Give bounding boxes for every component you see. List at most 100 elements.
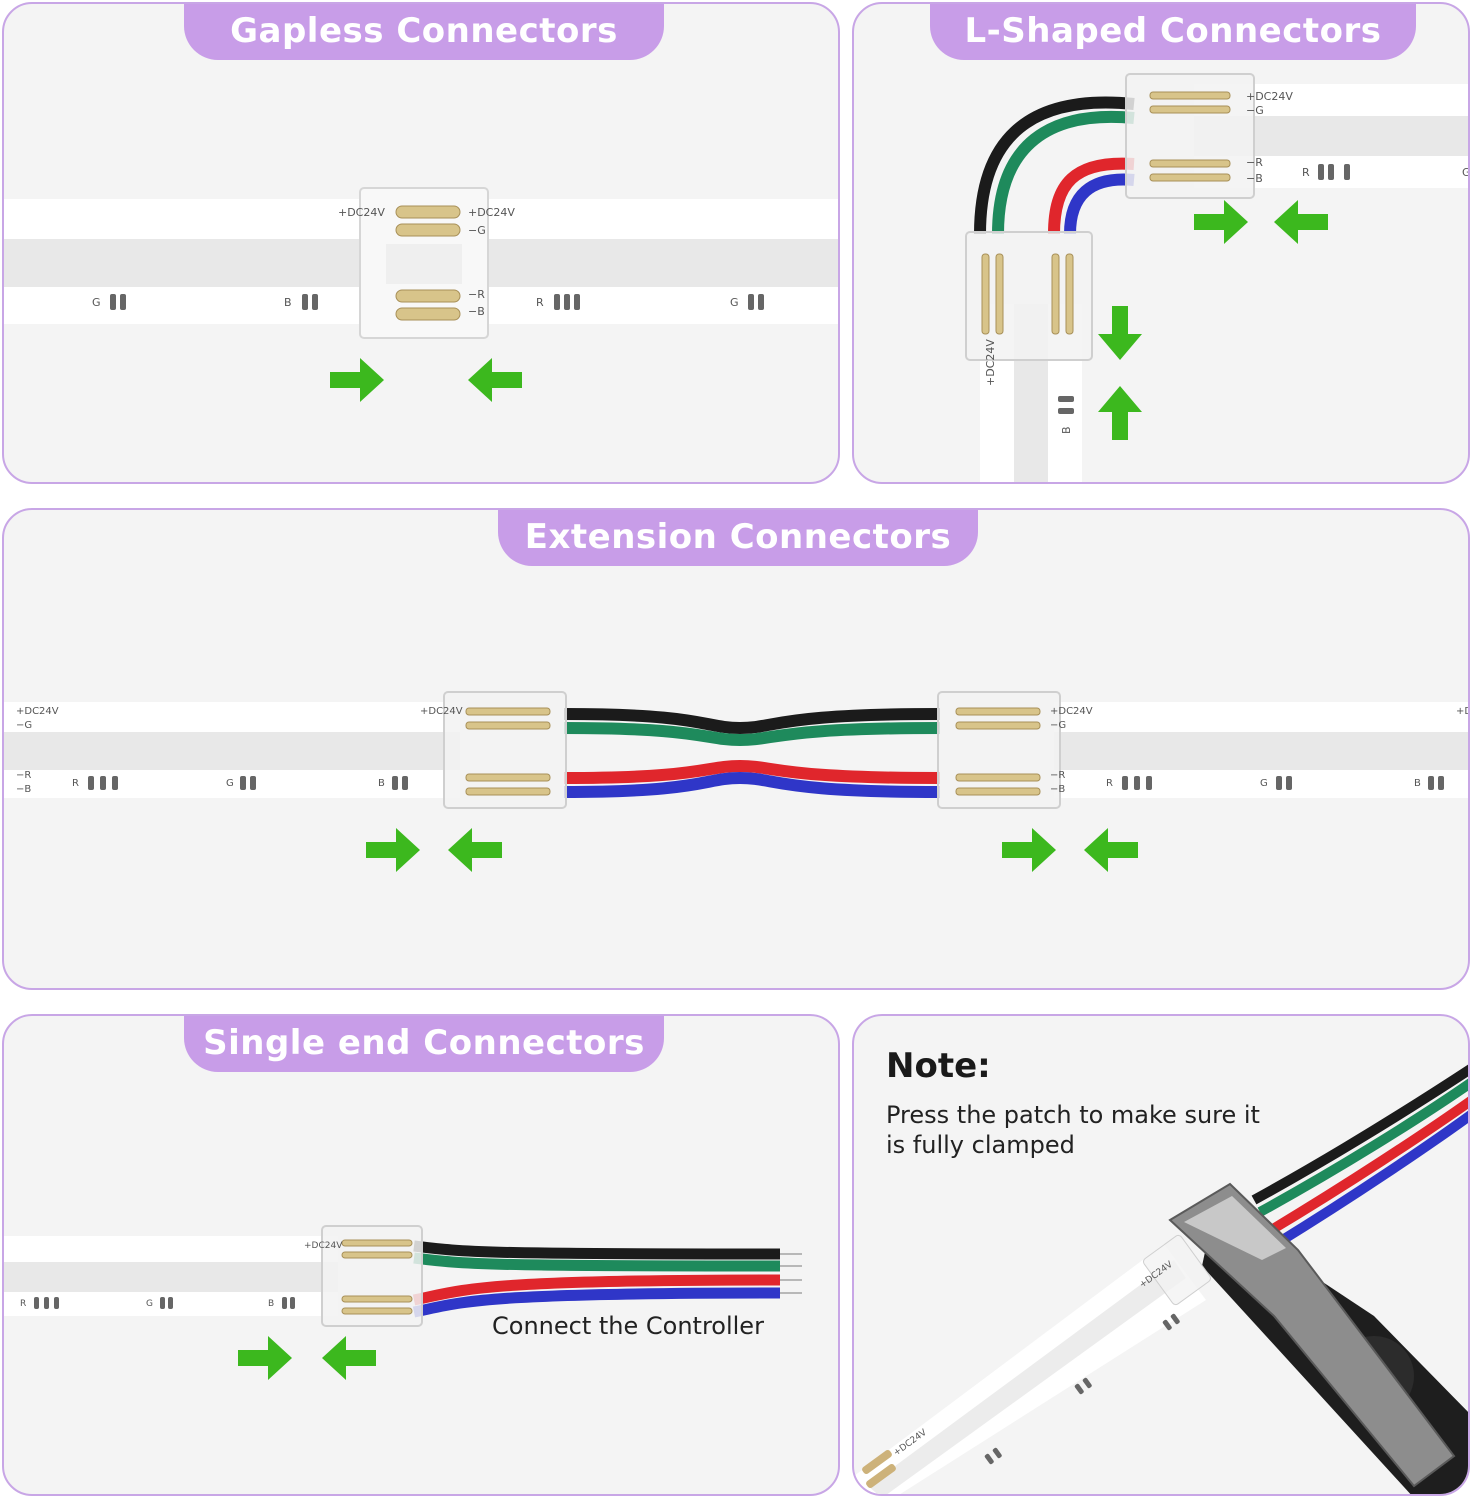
l-shaped-connectors-panel: +DC24V −G −R −B R G +DC24V B L-Shaped Co…	[852, 2, 1470, 484]
label-dc24v: +DC24V	[420, 706, 463, 717]
arrow-left-icon	[448, 828, 502, 872]
wire-green	[563, 722, 941, 747]
label-minus-r: −R	[468, 288, 485, 301]
label-minus-g: −G	[16, 720, 32, 731]
gold-pads	[862, 1449, 896, 1489]
wire-red	[1265, 1096, 1468, 1237]
wire-red	[412, 1274, 781, 1306]
gold-pins	[955, 707, 1041, 796]
label-dc24v: +DC24V	[1246, 90, 1293, 103]
label-dc24v: +DC24V	[338, 206, 385, 219]
led-chips	[110, 294, 764, 310]
label-minus-g: −G	[1050, 720, 1066, 731]
label-r: R	[1302, 166, 1310, 179]
wire-green	[992, 110, 1135, 235]
arrow-down-icon	[1098, 306, 1142, 360]
arrow-right-icon	[330, 358, 384, 402]
label-g: G	[1260, 778, 1268, 789]
label-minus-r: −R	[16, 770, 31, 781]
label-minus-b: −B	[16, 784, 31, 795]
wire-green	[1257, 1078, 1468, 1217]
led-strip-phosphor	[1054, 732, 1468, 770]
wire-tips	[780, 1253, 802, 1294]
connector-bridge	[386, 244, 462, 284]
label-minus-g: −G	[468, 224, 486, 237]
label-plus-d: +D	[1456, 706, 1470, 717]
gold-pins	[465, 707, 551, 796]
arrow-right-icon	[238, 1336, 292, 1380]
arrow-left-icon	[1274, 200, 1328, 244]
gapless-connectors-panel: +DC24V +DC24V −G −R −B G B R G Gapless C…	[2, 2, 840, 484]
label-dc24v: +DC24V	[1050, 706, 1093, 717]
label-g: G	[1462, 166, 1470, 179]
wire-green	[413, 1252, 781, 1272]
label-b: B	[284, 296, 292, 309]
arrow-left-icon	[1084, 828, 1138, 872]
label-b: B	[378, 778, 385, 789]
label-minus-r: −R	[1246, 156, 1263, 169]
label-dc24v: +DC24V	[984, 339, 997, 386]
label-g: G	[146, 1299, 153, 1309]
led-chips	[34, 1297, 295, 1309]
note-body: Press the patch to make sure it is fully…	[886, 1101, 1260, 1159]
arrow-right-icon	[1194, 200, 1248, 244]
label-dc24v: +DC24V	[468, 206, 515, 219]
led-strip-phosphor	[4, 732, 460, 770]
label-minus-b: −B	[468, 305, 485, 318]
note-connector	[1143, 1234, 1211, 1306]
extension-diagram: +DC24V −G −R −B +DC24V +DC24V −G −R −B +…	[4, 691, 1470, 872]
clamp-tool-lever	[1168, 1182, 1456, 1488]
gapless-title: Gapless Connectors	[184, 4, 664, 60]
label-minus-b: −B	[1246, 172, 1263, 185]
gold-pin	[395, 223, 461, 237]
label-r: R	[1106, 778, 1113, 789]
wire-blue	[412, 1287, 781, 1318]
label-b: B	[1060, 426, 1073, 434]
gold-pin	[395, 289, 461, 303]
label-b: B	[1414, 778, 1421, 789]
gold-pin	[395, 205, 461, 219]
gold-pins	[981, 253, 1074, 335]
wire-blue	[1064, 173, 1135, 235]
extension-title: Extension Connectors	[498, 510, 978, 566]
arrow-left-icon	[322, 1336, 376, 1380]
label-minus-g: −G	[1246, 104, 1264, 117]
single-end-connectors-panel: +DC24V R G B Single end Connectors Conne…	[2, 1014, 840, 1496]
label-r: R	[20, 1299, 26, 1309]
label-g: G	[730, 296, 739, 309]
label-dc24v: +DC24V	[304, 1241, 343, 1251]
arrow-right-icon	[1002, 828, 1056, 872]
wire-red	[1048, 157, 1135, 235]
connect-controller-caption: Connect the Controller	[492, 1312, 764, 1340]
led-chips	[984, 1313, 1180, 1465]
arrow-left-icon	[468, 358, 522, 402]
clamp-tool-highlight	[1184, 1196, 1286, 1260]
led-chips	[88, 776, 1444, 790]
gold-pins	[1149, 91, 1231, 182]
l-shaped-diagram: +DC24V −G −R −B R G +DC24V B	[965, 73, 1470, 482]
arrow-up-icon	[1098, 386, 1142, 440]
gold-pin	[395, 307, 461, 321]
wire-black	[563, 708, 941, 735]
l-shaped-title: L-Shaped Connectors	[930, 4, 1416, 60]
wire-black	[974, 96, 1135, 235]
note-heading: Note:	[886, 1046, 991, 1086]
wire-red	[563, 759, 941, 784]
wire-blue	[563, 771, 941, 798]
note-panel: +DC24V +DC24V Note: Press the patch to m…	[852, 1014, 1470, 1496]
label-b: B	[268, 1299, 274, 1309]
label-r: R	[536, 296, 544, 309]
led-chips	[1058, 164, 1350, 414]
note-diagram: +DC24V +DC24V	[854, 1064, 1468, 1494]
arrow-right-icon	[366, 828, 420, 872]
label-minus-r: −R	[1050, 770, 1065, 781]
wire-black	[1251, 1064, 1468, 1205]
gold-pins	[341, 1239, 413, 1315]
single-end-diagram: +DC24V R G B	[4, 1225, 802, 1380]
label-minus-b: −B	[1050, 784, 1065, 795]
led-strip-phosphor	[4, 1262, 338, 1292]
label-g: G	[92, 296, 101, 309]
led-strip-phosphor	[868, 1260, 1186, 1494]
wire-black	[413, 1240, 781, 1260]
wire-blue	[1273, 1110, 1468, 1249]
